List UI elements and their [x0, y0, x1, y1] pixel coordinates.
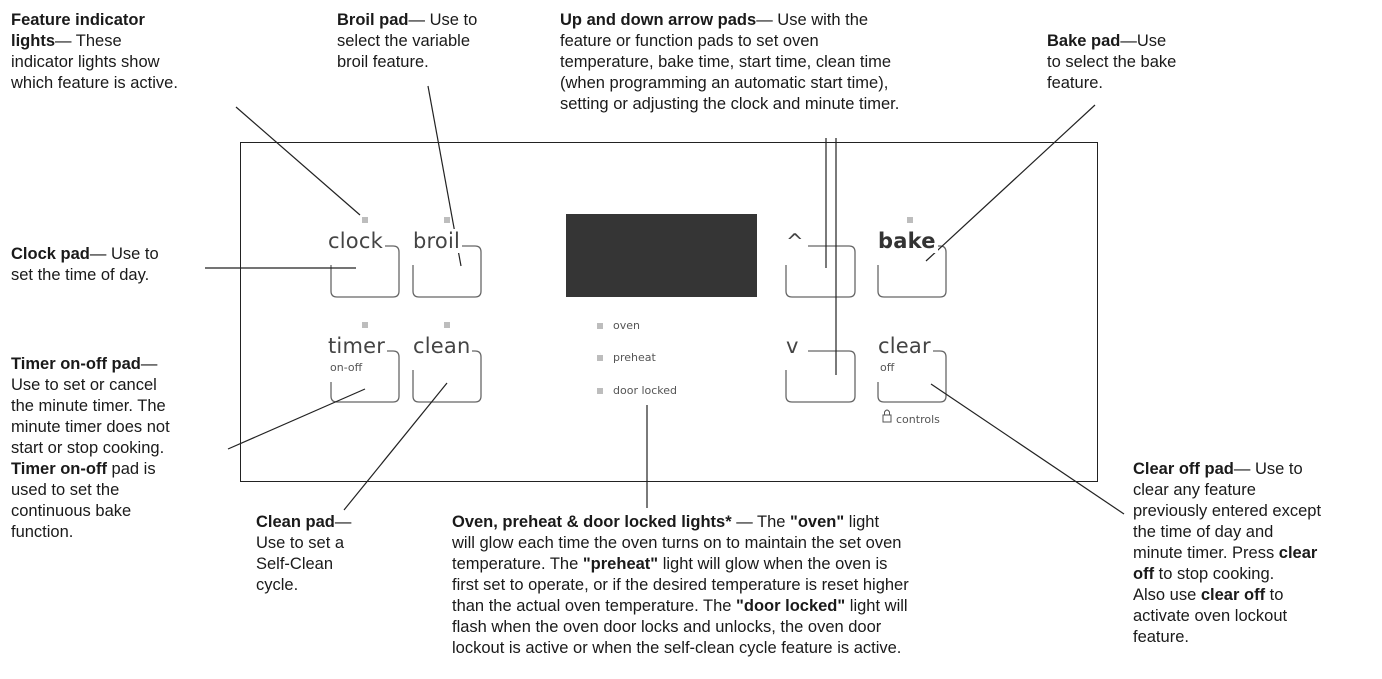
callout-emph: clear off	[1133, 544, 1318, 583]
clock-pad-label[interactable]: clock	[326, 229, 385, 253]
timer-pad-outline	[330, 350, 400, 403]
leader-clean-pad	[343, 382, 448, 511]
callout-title: Oven, preheat & door locked lights*	[452, 513, 732, 531]
callout-body: —Use to select the bake feature.	[1047, 32, 1177, 92]
callout-text: — Use to clear any feature previously en…	[1133, 460, 1322, 562]
callout-title: Clear off pad	[1133, 460, 1234, 478]
callout-body: — Use to select the variable broil featu…	[337, 11, 478, 71]
callout-text: light will flash when the oven door lock…	[452, 597, 908, 657]
bake-pad-outline	[877, 245, 947, 298]
callout-lights: Oven, preheat & door locked lights* — Th…	[452, 512, 909, 659]
preheat-light-label: preheat	[613, 351, 656, 364]
callout-emph: "preheat"	[582, 555, 659, 573]
leader-feature-lights	[235, 106, 361, 216]
callout-body: — Use with the feature or function pads …	[560, 11, 900, 113]
clean-pad-label[interactable]: clean	[411, 334, 473, 358]
callout-bake-pad: Bake pad—Use to select the bake feature.	[1047, 31, 1176, 94]
callout-title: Clean pad	[256, 513, 335, 531]
callout-clean-pad: Clean pad— Use to set a Self-Clean cycle…	[256, 512, 351, 596]
timer-indicator-light	[362, 322, 368, 328]
callout-title: Up and down arrow pads	[560, 11, 757, 29]
timer-pad-label[interactable]: timer	[326, 334, 388, 358]
clear-pad-sublabel: off	[880, 361, 895, 374]
broil-pad-outline	[412, 245, 482, 298]
clean-indicator-light	[444, 322, 450, 328]
callout-title: Clock pad	[11, 245, 90, 263]
timer-pad-sublabel: on-off	[330, 361, 363, 374]
door-locked-light-label: door locked	[613, 384, 678, 397]
callout-clock-pad: Clock pad— Use to set the time of day.	[11, 244, 159, 286]
down-pad-outline	[785, 350, 856, 403]
callout-timer-pad: Timer on-off pad— Use to set or cancel t…	[11, 354, 170, 543]
callout-text: to stop cooking. Also use	[1133, 565, 1275, 604]
clock-pad-outline	[330, 245, 400, 298]
leader-clear-pad	[930, 383, 1125, 515]
callout-emph: "door locked"	[736, 597, 846, 615]
callout-feature-indicator-lights: Feature indicator lights— These indicato…	[11, 10, 178, 94]
control-panel	[240, 142, 1098, 482]
callout-title: Bake pad	[1047, 32, 1121, 50]
callout-title: Broil pad	[337, 11, 409, 29]
up-arrow-pad-label[interactable]: ^	[784, 230, 806, 254]
bake-indicator-light	[907, 217, 913, 223]
broil-indicator-light	[444, 217, 450, 223]
leader-timer-pad	[227, 388, 366, 450]
callout-text: light will glow each time the oven turns…	[452, 513, 902, 573]
callout-body: — Use to set the time of day.	[11, 245, 159, 284]
lock-icon	[882, 409, 892, 423]
callout-body: — Use to set or cancel the minute timer.…	[11, 355, 170, 457]
leader-bake-pad	[925, 104, 1096, 262]
callout-body: — Use to set a Self-Clean cycle.	[256, 513, 352, 594]
callout-text: — The	[731, 513, 791, 531]
lock-controls-label: controls	[896, 413, 940, 426]
callout-arrow-pads: Up and down arrow pads— Use with the fea…	[560, 10, 899, 115]
oven-light	[597, 323, 603, 329]
preheat-light	[597, 355, 603, 361]
door-locked-light	[597, 388, 603, 394]
callout-emph: clear off	[1200, 586, 1266, 604]
clean-pad-outline	[412, 350, 482, 403]
callout-clear-off-pad: Clear off pad— Use to clear any feature …	[1133, 459, 1321, 648]
callout-title-2: Timer on-off	[11, 460, 107, 478]
callout-broil-pad: Broil pad— Use to select the variable br…	[337, 10, 477, 73]
up-pad-outline	[785, 245, 856, 298]
callout-title: Timer on-off pad	[11, 355, 141, 373]
callout-title: Feature indicator lights	[11, 11, 145, 50]
callout-body: — These indicator lights show which feat…	[11, 32, 178, 92]
bake-pad-label[interactable]: bake	[876, 229, 938, 253]
clear-pad-outline	[877, 350, 947, 403]
oven-light-label: oven	[613, 319, 640, 332]
callout-text: to activate oven lockout feature.	[1133, 586, 1288, 646]
callout-text: light will glow when the oven is first s…	[452, 555, 909, 615]
callout-body-2: pad is used to set the continuous bake f…	[11, 460, 156, 541]
clock-indicator-light	[362, 217, 368, 223]
digital-display	[566, 214, 757, 297]
clear-pad-label[interactable]: clear	[876, 334, 933, 358]
down-arrow-pad-label[interactable]: v	[784, 334, 801, 358]
broil-pad-label[interactable]: broil	[411, 229, 463, 253]
callout-emph: "oven"	[790, 513, 845, 531]
